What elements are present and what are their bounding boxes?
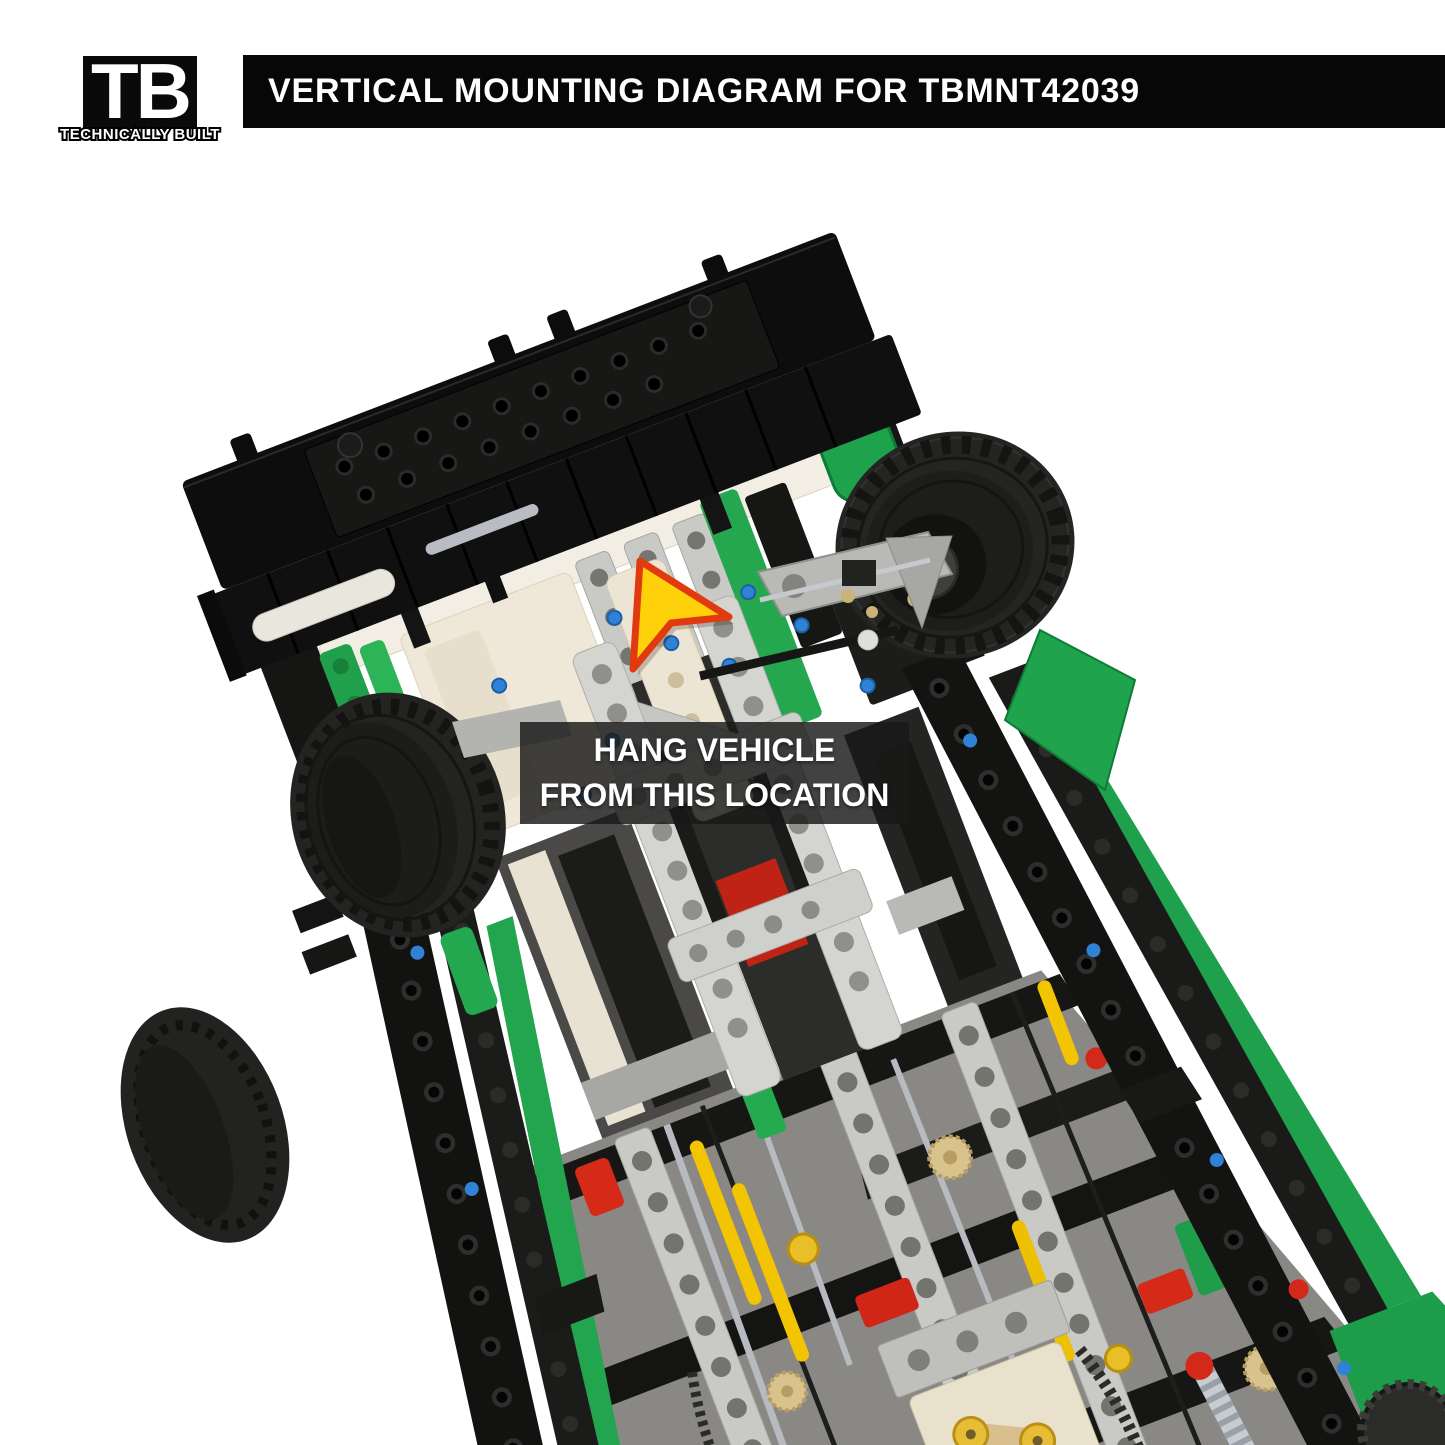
hang-label-line1: HANG VEHICLE [593, 731, 836, 768]
left-rear-wheel [120, 1007, 290, 1243]
front-bumper [182, 233, 921, 682]
title-banner: VERTICAL MOUNTING DIAGRAM FOR TBMNT42039 [243, 55, 1445, 128]
hang-label-line2: FROM THIS LOCATION [539, 777, 890, 813]
chassis [182, 233, 1445, 1445]
left-front-wheel [290, 692, 506, 938]
gearbox-detail [523, 973, 1349, 1445]
wheel-mudguard-wedge [1003, 628, 1137, 792]
logo-initials: TB [91, 46, 192, 135]
corner-gear [1357, 1379, 1445, 1445]
hang-location-label: HANG VEHICLE FROM THIS LOCATION [520, 722, 909, 824]
logo-subtitle: TECHNICALLY BUILT [58, 124, 221, 145]
banner-title: VERTICAL MOUNTING DIAGRAM FOR TBMNT42039 [268, 72, 1140, 110]
left-wheel-green-strut [440, 927, 498, 1015]
side-rails [292, 646, 1445, 1445]
hang-point-arrow-icon [629, 557, 734, 676]
logo: TB [83, 52, 197, 130]
left-suspension-arm [452, 700, 572, 758]
steering-arm [698, 530, 954, 681]
